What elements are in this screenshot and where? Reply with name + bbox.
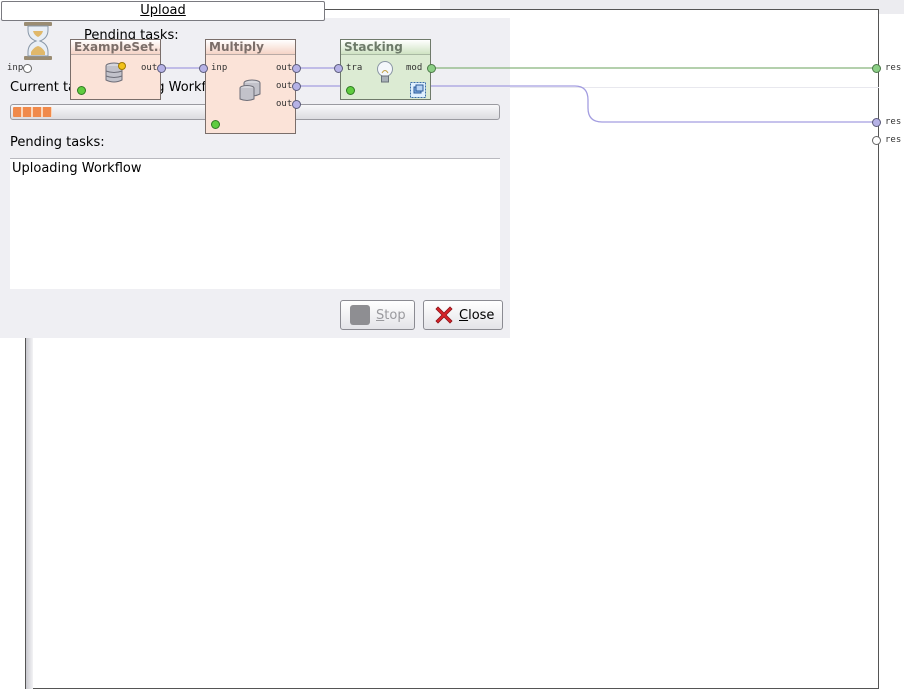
port-label-out: out [276, 99, 293, 109]
result-port-1[interactable] [872, 64, 881, 73]
status-ok-icon [346, 86, 355, 95]
status-ok-icon [77, 86, 86, 95]
result-port-label: res [885, 63, 902, 73]
upload-tab-label: Upload [140, 3, 186, 18]
progress-bar-fill [13, 107, 52, 117]
result-port-2[interactable] [872, 118, 881, 127]
exampleset-out-port[interactable] [157, 64, 166, 73]
canvas-left-shade [26, 10, 33, 689]
stop-mnemonic: S [376, 307, 385, 323]
stacking-in-port[interactable] [334, 64, 343, 73]
operator-title: ExampleSet... [71, 40, 160, 55]
multiply-database-icon [238, 78, 262, 105]
port-label-inp: inp [211, 63, 228, 73]
lightbulb-icon [375, 60, 395, 89]
wire-multiply-result [298, 85, 876, 123]
multiply-in-port[interactable] [199, 64, 208, 73]
status-ok-icon [211, 120, 220, 129]
port-label-mod: mod [406, 63, 423, 73]
canvas-separator [433, 87, 879, 88]
multiply-out-port-2[interactable] [292, 82, 301, 91]
process-input-port[interactable] [23, 64, 32, 73]
operator-title: Stacking [341, 40, 430, 55]
multiply-out-port-3[interactable] [292, 100, 301, 109]
multiply-out-port-1[interactable] [292, 64, 301, 73]
upload-tab[interactable]: Upload [1, 1, 325, 21]
stacking-out-port[interactable] [427, 64, 436, 73]
pending-tasks-label: Pending tasks: [10, 135, 105, 150]
stop-icon [350, 305, 370, 325]
hourglass-icon [20, 22, 56, 60]
pending-tasks-list: Uploading Workflow [10, 158, 500, 289]
process-input-port-label: inp [7, 63, 24, 73]
stop-label-rest: top [384, 307, 406, 323]
port-label-out: out [276, 63, 293, 73]
operator-title: Multiply [206, 40, 295, 55]
port-label-out: out [141, 63, 158, 73]
port-label-out: out [276, 81, 293, 91]
result-port-3[interactable] [872, 136, 881, 145]
close-icon [433, 304, 455, 326]
close-mnemonic: C [459, 307, 469, 323]
result-port-label: res [885, 117, 902, 127]
result-port-label: res [885, 135, 902, 145]
port-label-tra: tra [346, 63, 363, 73]
database-icon [104, 61, 126, 88]
list-item: Uploading Workflow [12, 161, 142, 176]
close-label-rest: lose [468, 307, 495, 323]
subprocess-icon[interactable] [410, 82, 426, 101]
